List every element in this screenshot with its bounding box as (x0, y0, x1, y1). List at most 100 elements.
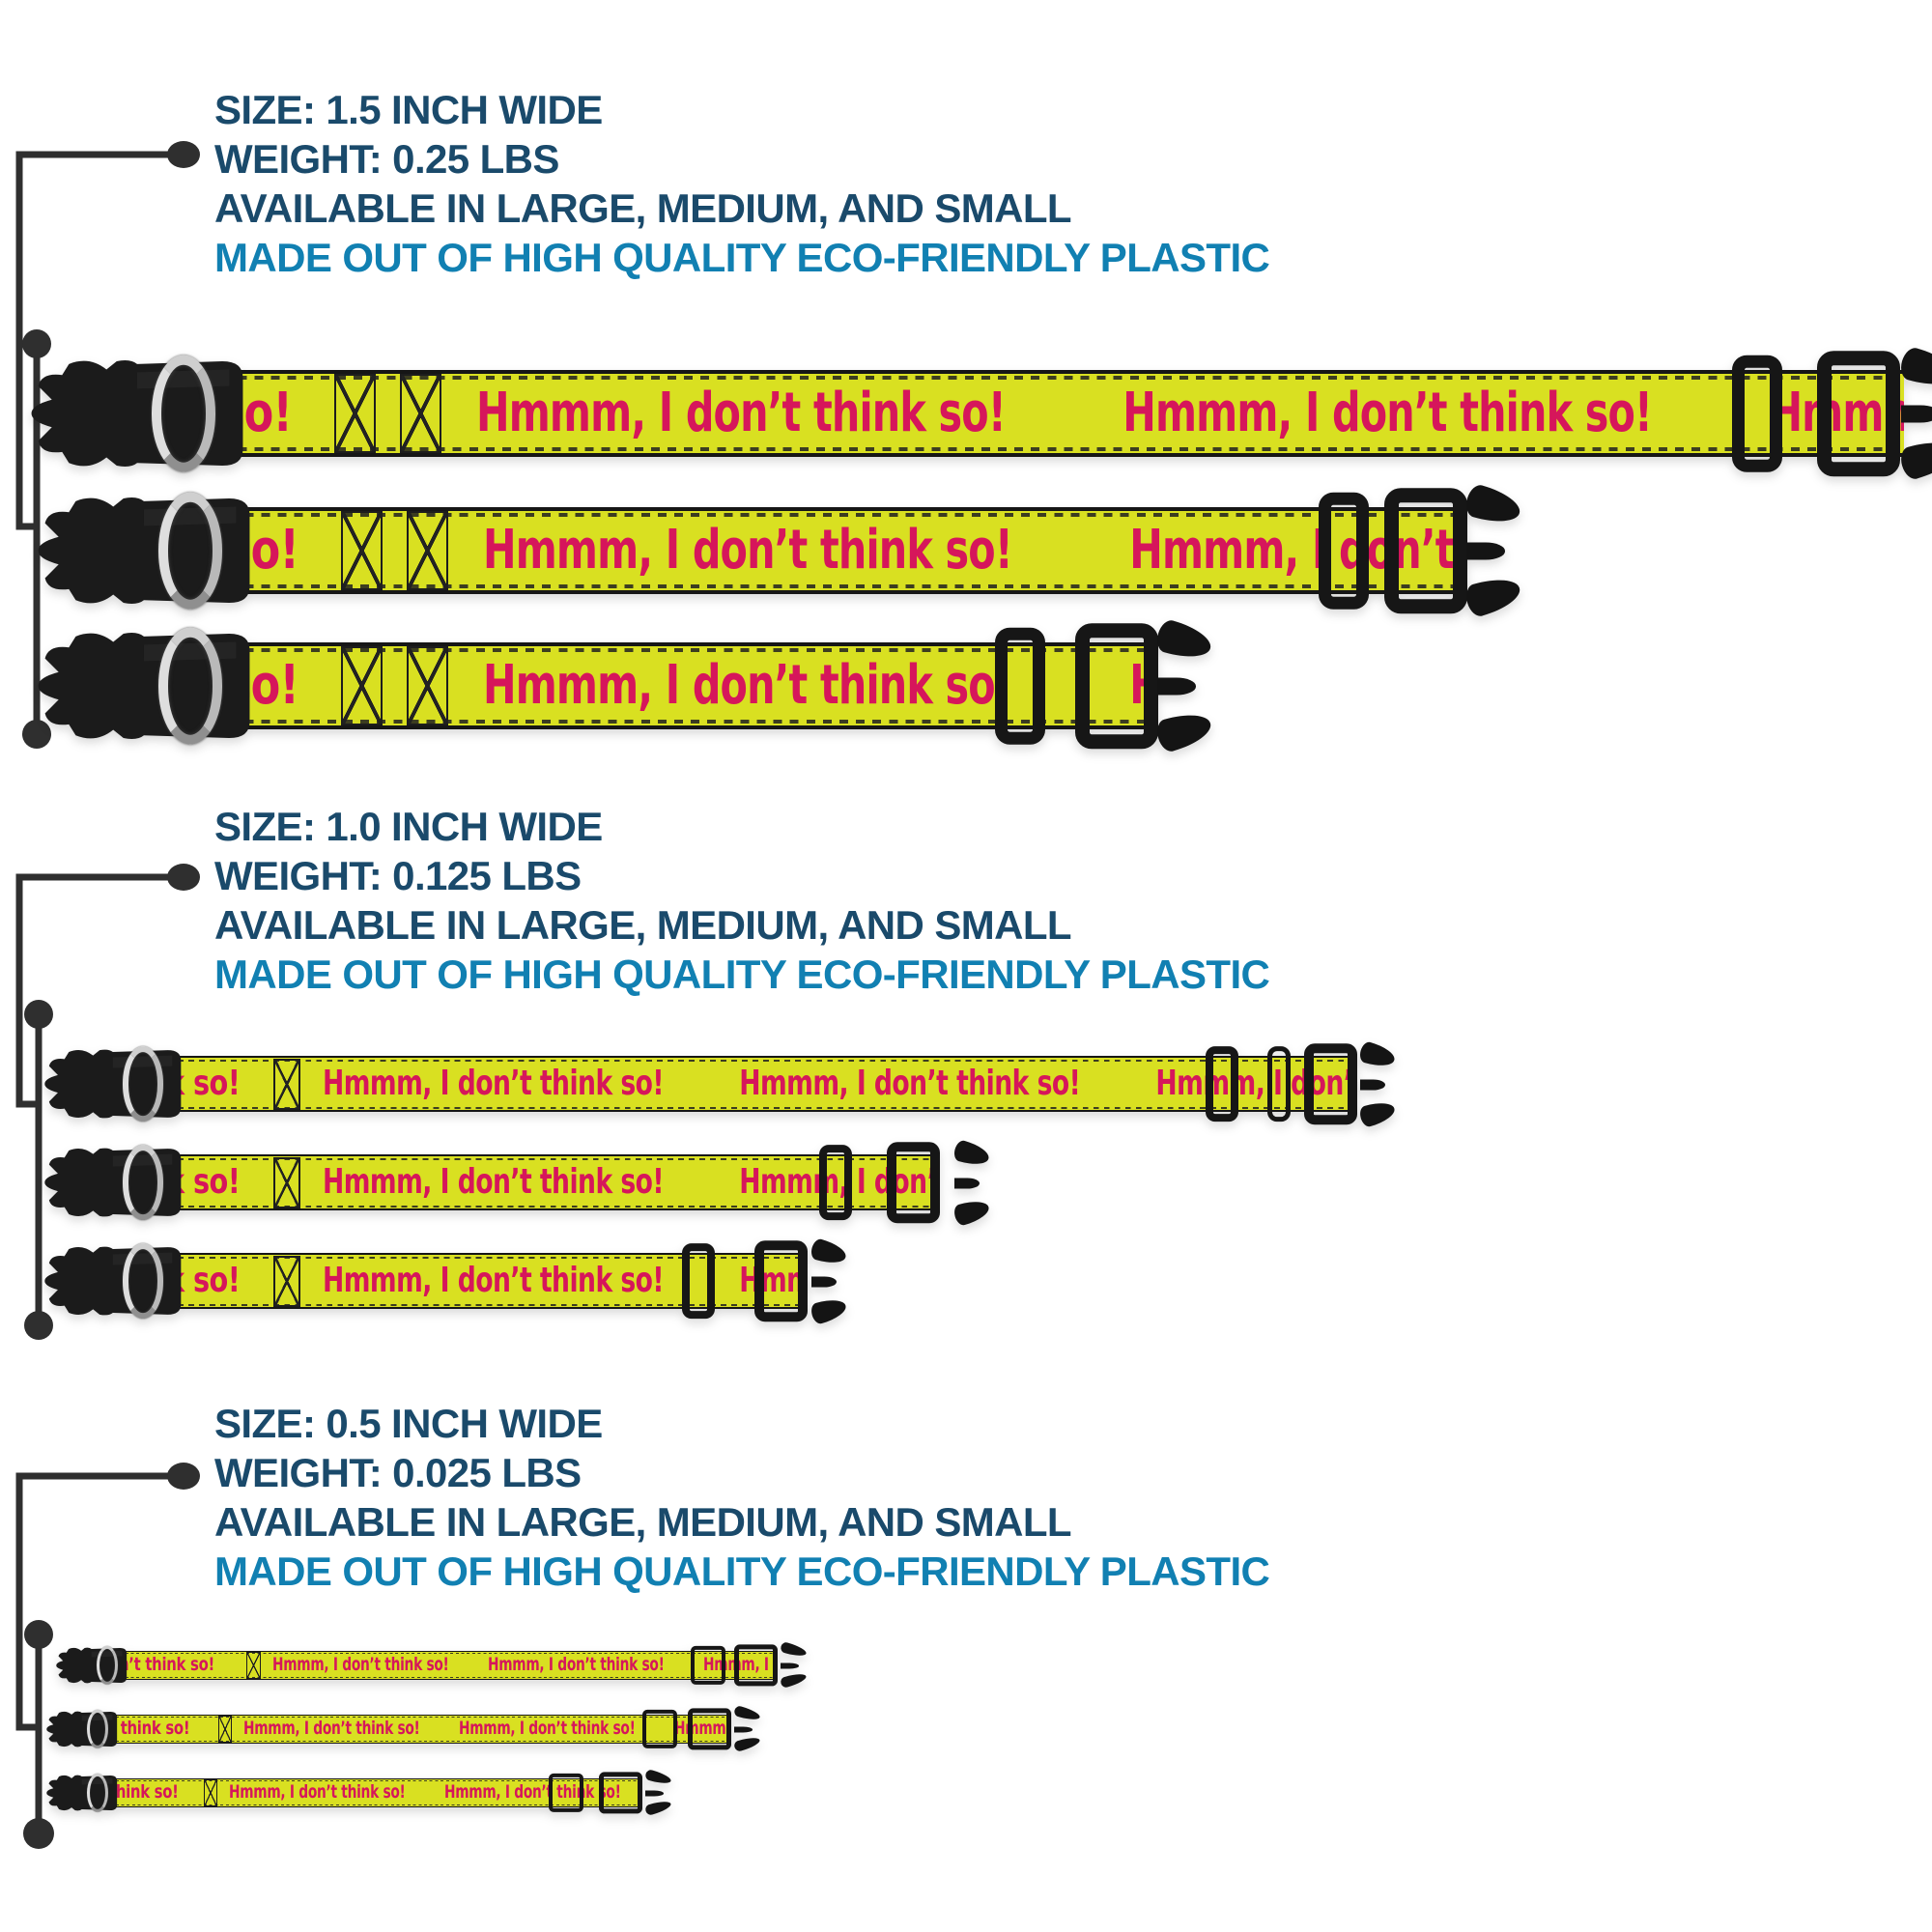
buckle-male-frame-icon (688, 1708, 731, 1750)
buckle-male-prongs-icon (1463, 482, 1524, 619)
collar-strap: k so! Hmmm, I don’t think so! Hmmm, I do… (134, 1253, 808, 1310)
buckle-male-prongs-icon (952, 1138, 992, 1227)
collar-0.5in-large: n’t think so! Hmmm, I don’t think so! Hm… (55, 1641, 819, 1690)
bracket-connector-line (15, 151, 172, 530)
bracket-section-3 (15, 1463, 200, 1849)
collar-strap: k so! Hmmm, I don’t think so! Hmmm, I do… (134, 1056, 1357, 1113)
side-release-buckle-female-icon (43, 1040, 185, 1129)
strap-slider-icon (1319, 492, 1370, 610)
stitch-box-icon (273, 1255, 301, 1308)
collar-strap: k so! Hmmm, I don’t think so! Hmmm, I do… (134, 1154, 940, 1211)
stitch-box-icon (273, 1156, 301, 1209)
bracket-text-dot (167, 1463, 200, 1490)
collar-0.5in-medium: t think so! Hmmm, I don’t think so! Hmmm… (48, 1705, 762, 1753)
buckle-male-frame-icon (887, 1142, 941, 1224)
collar-1.5in-small: so! Hmmm, I don’t think so! Hmmm, I don’… (43, 616, 1215, 755)
spec-weight: WEIGHT: 0.125 LBS (214, 853, 582, 898)
spec-material: MADE OUT OF HIGH QUALITY ECO-FRIENDLY PL… (214, 952, 1270, 997)
metal-d-ring-icon (86, 1709, 108, 1749)
bracket-text-dot (167, 864, 200, 891)
spec-block-1.5in: SIZE: 1.5 INCH WIDE WEIGHT: 0.25 LBS AVA… (214, 85, 1270, 282)
spec-size: SIZE: 1.5 INCH WIDE (214, 87, 603, 132)
stitch-box-icon (246, 1652, 261, 1679)
spec-weight: WEIGHT: 0.025 LBS (214, 1450, 582, 1495)
bracket-top-dot (24, 1620, 53, 1649)
strap-slider-icon (995, 627, 1046, 745)
collar-1.5in-large: so! Hmmm, I don’t think so! Hmmm, I don’… (37, 344, 1932, 483)
strap-slider-icon (819, 1145, 852, 1221)
buckle-male-prongs-icon (1357, 1039, 1398, 1128)
stitch-box-icon (400, 374, 442, 453)
strap-text: Hmmm, I don’t think so! Hmmm, I don’t th… (323, 1261, 808, 1301)
collar-strap: n’t think so! Hmmm, I don’t think so! Hm… (102, 1651, 778, 1680)
buckle-male-prongs-icon (1153, 617, 1215, 754)
strap-text-fragment: think so! (109, 1781, 179, 1803)
strap-text: Hmmm, I don’t think so! Hmmm, I don’t th… (323, 1162, 940, 1203)
collar-1.0in-small: k so! Hmmm, I don’t think so! Hmmm, I do… (48, 1236, 877, 1326)
buckle-male-frame-icon (1817, 351, 1900, 476)
strap-text: Hmmm, I don’t think so! Hmmm, I don’t th… (483, 654, 1158, 718)
strap-slider-icon (1732, 355, 1783, 472)
collar-strap: so! Hmmm, I don’t think so! Hmmm, I don’… (178, 642, 1158, 729)
spec-size: SIZE: 1.0 INCH WIDE (214, 804, 603, 849)
collar-1.0in-medium: k so! Hmmm, I don’t think so! Hmmm, I do… (48, 1138, 1026, 1228)
collar-strap: so! Hmmm, I don’t think so! Hmmm, I don’… (178, 507, 1467, 594)
strap-text: Hmmm, I don’t think so! Hmmm, I don’t th… (242, 1718, 731, 1739)
stitch-box-icon (340, 646, 384, 725)
spec-weight: WEIGHT: 0.25 LBS (214, 136, 559, 182)
strap-slider-icon (682, 1243, 715, 1320)
side-release-buckle-female-icon (43, 1139, 185, 1228)
stitch-box-icon (407, 511, 449, 590)
metal-d-ring-icon (151, 355, 216, 472)
strap-slider-icon (691, 1645, 725, 1686)
bracket-bottom-dot (24, 1311, 53, 1340)
side-release-buckle-female-icon (55, 1642, 129, 1688)
bracket-text-dot (167, 141, 200, 168)
strap-slider-icon (1267, 1046, 1292, 1122)
stitch-box-icon (273, 1058, 301, 1111)
spec-block-0.5in: SIZE: 0.5 INCH WIDE WEIGHT: 0.025 LBS AV… (214, 1399, 1270, 1596)
strap-slider-icon (642, 1709, 677, 1749)
strap-text: Hmmm, I don’t think so! Hmmm, I don’t th… (271, 1654, 778, 1675)
strap-text-fragment: n’t think so! (119, 1654, 214, 1675)
strap-text: Hmmm, I don’t think so! Hmmm, I don’t th… (229, 1781, 621, 1803)
collar-strap: think so! Hmmm, I don’t think so! Hmmm, … (93, 1778, 642, 1807)
bracket-top-dot (22, 329, 51, 358)
side-release-buckle-female-icon (35, 482, 257, 619)
buckle-male-prongs-icon (643, 1769, 673, 1817)
bracket-connector-line (15, 1472, 172, 1731)
metal-d-ring-icon (96, 1645, 118, 1686)
stitch-box-icon (407, 646, 449, 725)
spec-size: SIZE: 0.5 INCH WIDE (214, 1401, 603, 1446)
buckle-male-frame-icon (1075, 623, 1158, 749)
bracket-connector-line (15, 873, 172, 1108)
buckle-male-prongs-icon (1897, 345, 1932, 482)
metal-d-ring-icon (86, 1773, 108, 1813)
stitch-box-icon (217, 1716, 232, 1743)
bracket-section-2 (15, 864, 200, 1340)
buckle-male-frame-icon (599, 1772, 642, 1814)
strap-slider-icon (549, 1773, 583, 1813)
side-release-buckle-female-icon (43, 1237, 185, 1326)
buckle-male-prongs-icon (809, 1236, 849, 1325)
metal-d-ring-icon (157, 492, 223, 610)
spec-block-1.0in: SIZE: 1.0 INCH WIDE WEIGHT: 0.125 LBS AV… (214, 802, 1270, 999)
stitch-box-icon (333, 374, 377, 453)
collar-1.0in-large: k so! Hmmm, I don’t think so! Hmmm, I do… (48, 1039, 1412, 1129)
spec-material: MADE OUT OF HIGH QUALITY ECO-FRIENDLY PL… (214, 235, 1270, 280)
metal-d-ring-icon (122, 1145, 164, 1221)
collar-1.5in-medium: so! Hmmm, I don’t think so! Hmmm, I don’… (43, 481, 1524, 620)
metal-d-ring-icon (122, 1046, 164, 1122)
buckle-male-frame-icon (1384, 488, 1467, 613)
spec-available: AVAILABLE IN LARGE, MEDIUM, AND SMALL (214, 185, 1072, 231)
bracket-bottom-dot (23, 1818, 54, 1849)
stitch-box-icon (340, 511, 384, 590)
side-release-buckle-female-icon (28, 345, 250, 482)
stitch-box-icon (203, 1779, 218, 1806)
spec-available: AVAILABLE IN LARGE, MEDIUM, AND SMALL (214, 902, 1072, 948)
metal-d-ring-icon (157, 627, 223, 745)
collar-0.5in-small: think so! Hmmm, I don’t think so! Hmmm, … (48, 1769, 676, 1817)
strap-slider-icon (1206, 1046, 1238, 1122)
buckle-male-prongs-icon (779, 1641, 809, 1690)
collar-strap: t think so! Hmmm, I don’t think so! Hmmm… (93, 1715, 731, 1744)
